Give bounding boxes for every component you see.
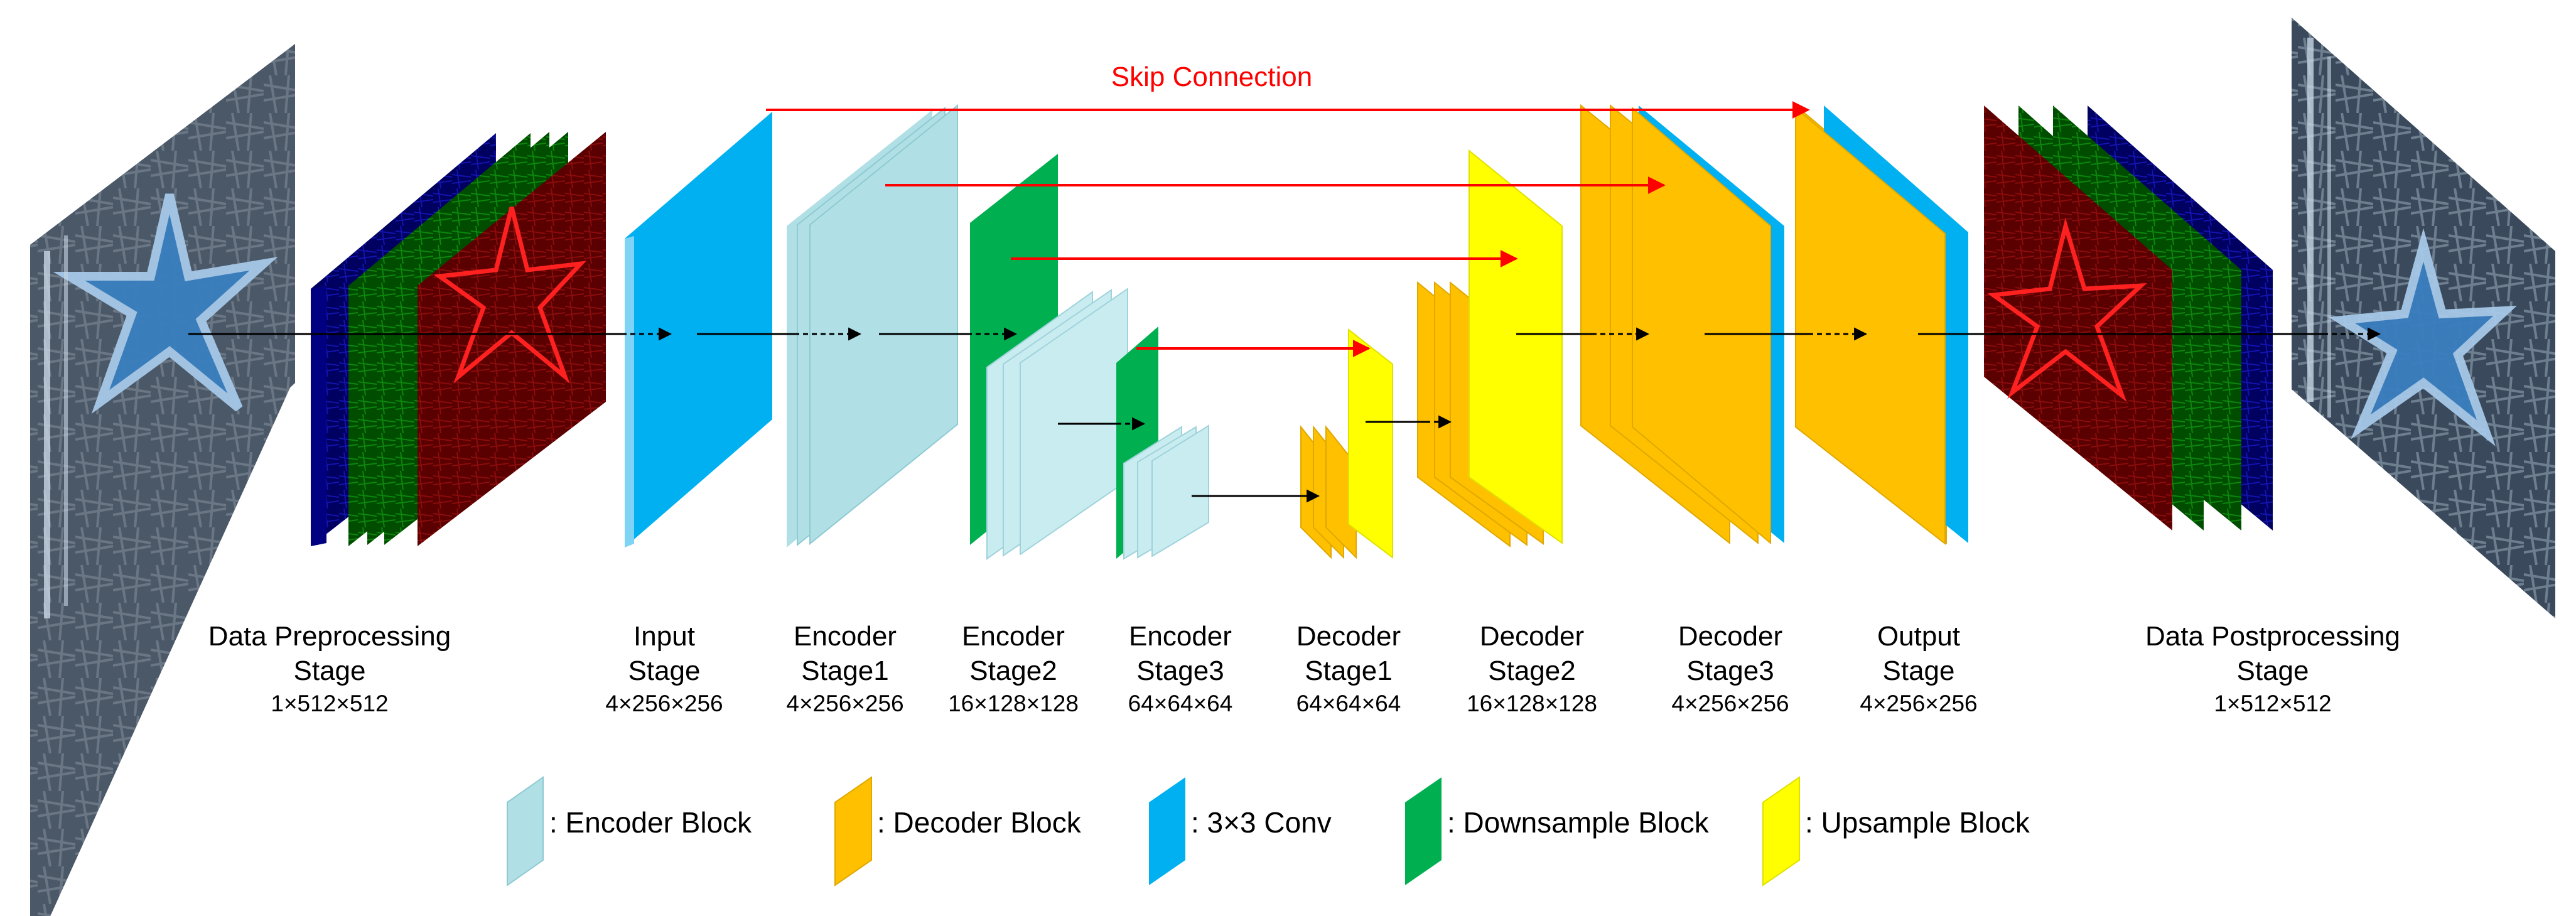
input-image	[30, 44, 295, 916]
blue-channel-edge	[311, 286, 326, 546]
stage-label-encoder-stage3: Encoder Stage3 64×64×64	[1128, 619, 1233, 719]
stage-name: Decoder Stage1	[1296, 621, 1401, 686]
stage-name: Input Stage	[628, 621, 701, 686]
legend-item-decoder-block: : Decoder Block	[877, 806, 1081, 839]
stage-dims: 4×256×256	[1671, 691, 1789, 716]
stage-name: Encoder Stage2	[962, 621, 1065, 686]
stage-dims: 64×64×64	[1128, 691, 1233, 716]
decoder-block-swatch	[834, 776, 872, 886]
stage-name: Encoder Stage3	[1129, 621, 1232, 686]
upsample-block-swatch	[1762, 776, 1800, 886]
skip-connection-label: Skip Connection	[1111, 62, 1313, 92]
stage-name: Decoder Stage2	[1479, 621, 1585, 686]
stage-name: Data Preprocessing Stage	[208, 621, 451, 686]
preprocessing-channels	[311, 132, 606, 546]
legend-item-downsample-block: : Downsample Block	[1447, 806, 1709, 839]
post-red-star-shape	[1987, 217, 2147, 402]
stage-dims: 4×256×256	[605, 691, 723, 716]
legend-item-upsample-block: : Upsample Block	[1805, 806, 2030, 839]
stage-dims: 4×256×256	[786, 691, 904, 716]
encoder-block-swatch	[507, 776, 544, 886]
stage-name: Decoder Stage3	[1678, 621, 1783, 686]
encoder-stage2-blocks	[986, 288, 1128, 560]
legend-label: : 3×3 Conv	[1191, 806, 1332, 839]
decoder-stage2-upsample-block	[1469, 149, 1563, 544]
input-stage-conv-block	[625, 112, 772, 547]
stage-label-decoder-stage3: Decoder Stage3 4×256×256	[1671, 619, 1789, 719]
legend-label: : Encoder Block	[549, 806, 752, 839]
legend-swatches	[507, 776, 1800, 886]
decoder-stage1-blocks	[1300, 425, 1357, 559]
stage-label-input: Input Stage 4×256×256	[605, 619, 723, 719]
encoder-stage3-blocks	[1123, 424, 1209, 560]
output-stage-front-block	[1795, 106, 1946, 546]
output-image	[2292, 18, 2555, 618]
legend-item-conv: : 3×3 Conv	[1191, 806, 1332, 839]
legend-item-encoder-block: : Encoder Block	[549, 806, 752, 839]
stage-label-encoder-stage1: Encoder Stage1 4×256×256	[786, 619, 903, 719]
stage-label-data-preprocessing: Data Preprocessing Stage 1×512×512	[208, 619, 451, 719]
input-star-shape	[53, 193, 278, 414]
conv-block-swatch	[1149, 777, 1185, 885]
downsample-block-swatch	[1405, 777, 1442, 885]
post-red-channel-panel	[1984, 105, 2172, 531]
red-star-shape	[433, 207, 587, 384]
postprocessing-channels	[1984, 105, 2273, 531]
legend-label: : Upsample Block	[1805, 806, 2030, 839]
stage-dims: 4×256×256	[1860, 691, 1978, 716]
output-star-shape	[2328, 228, 2517, 446]
input-stage-conv-side	[625, 236, 634, 547]
stage-name: Output Stage	[1877, 621, 1961, 686]
legend-label: : Downsample Block	[1447, 806, 1709, 839]
stage-label-data-postprocessing: Data Postprocessing Stage 1×512×512	[2145, 619, 2400, 719]
stage-dims: 16×128×128	[948, 691, 1079, 716]
red-channel-panel	[418, 132, 606, 546]
stage-dims: 16×128×128	[1467, 691, 1597, 716]
stage-dims: 64×64×64	[1296, 691, 1401, 716]
stage-dims: 1×512×512	[271, 691, 389, 716]
stage-dims: 1×512×512	[2214, 691, 2332, 716]
forward-flow-arrows	[188, 327, 2381, 503]
decoder-stage1-upsample-block	[1348, 328, 1393, 559]
stage-label-decoder-stage2: Decoder Stage2 16×128×128	[1467, 619, 1597, 719]
stage-label-output: Output Stage 4×256×256	[1860, 619, 1977, 719]
decoder-stage3-front-block	[1632, 106, 1771, 545]
stage-label-decoder-stage1: Decoder Stage1 64×64×64	[1296, 619, 1401, 719]
encoder-stage1-blocks	[787, 104, 958, 547]
stage-name: Encoder Stage1	[794, 621, 897, 686]
stage-label-encoder-stage2: Encoder Stage2 16×128×128	[948, 619, 1079, 719]
skip-connections	[766, 101, 1810, 357]
legend-label: : Decoder Block	[877, 806, 1081, 839]
stage-name: Data Postprocessing Stage	[2145, 621, 2400, 686]
